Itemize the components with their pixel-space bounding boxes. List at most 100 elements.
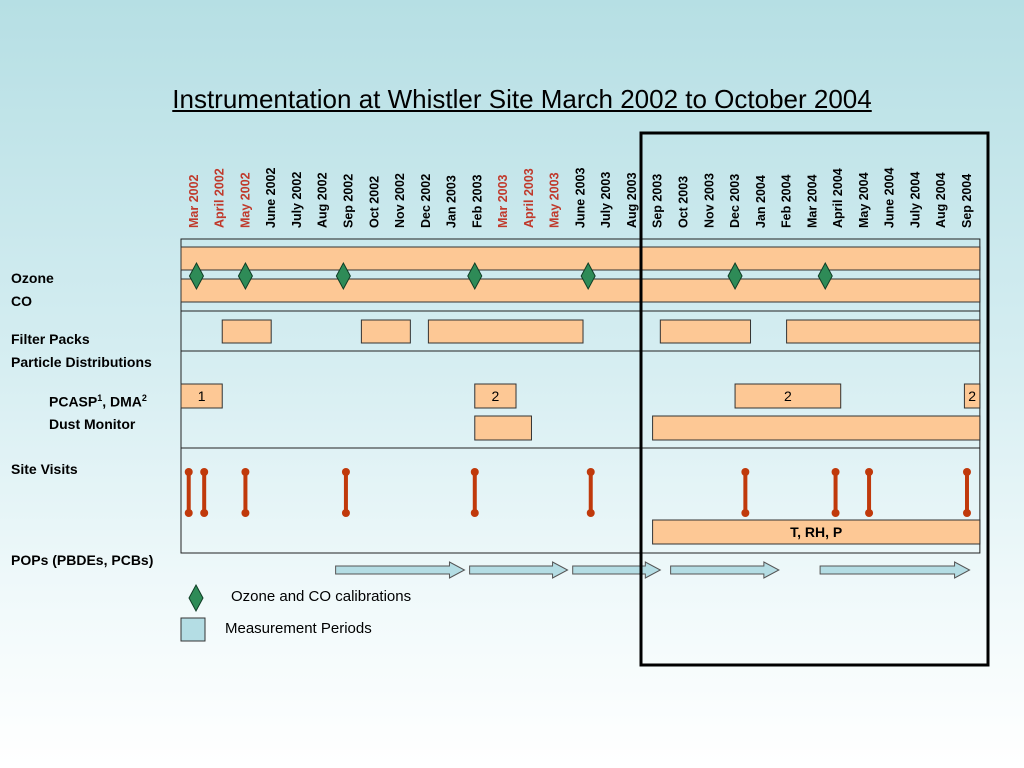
site-visit-dot — [741, 509, 750, 517]
site-visit-dot — [962, 509, 971, 517]
calibration-diamond — [335, 261, 351, 291]
month-label: Aug 2002 — [316, 172, 330, 228]
legend-diamond-icon — [188, 583, 204, 613]
dust-monitor-bar — [652, 415, 981, 441]
pops-arrow — [469, 561, 569, 579]
pcasp-dma-bar — [963, 383, 981, 409]
filter-pack-bar — [427, 319, 584, 344]
label-co: CO — [11, 293, 32, 309]
pcasp-dma-bar — [180, 383, 223, 409]
month-label: April 2002 — [213, 168, 227, 228]
month-label: Oct 2002 — [367, 176, 381, 228]
legend — [180, 583, 206, 642]
month-label: May 2002 — [238, 172, 252, 228]
pcasp-dma-bar — [734, 383, 842, 409]
site-visit-dot — [831, 468, 840, 476]
pcasp-dma-bar-label: 2 — [784, 388, 792, 404]
pcasp-dma-bar-label: 2 — [491, 388, 499, 404]
site-visit-dot — [184, 509, 193, 517]
site-visit-dot — [470, 468, 479, 476]
month-label: May 2003 — [548, 172, 562, 228]
site-visit-dot — [341, 468, 350, 476]
site-visit-dot — [586, 468, 595, 476]
calibration-diamond — [188, 261, 205, 291]
pops-arrow — [572, 561, 662, 579]
label-filter-packs: Filter Packs — [11, 331, 90, 347]
month-label: July 2002 — [290, 172, 304, 228]
month-label: Mar 2004 — [805, 174, 819, 228]
page-title: Instrumentation at Whistler Site March 2… — [172, 84, 872, 114]
calibration-diamond — [727, 261, 743, 291]
month-label: July 2004 — [908, 172, 922, 228]
month-label: June 2003 — [573, 167, 587, 228]
calibration-diamond — [467, 261, 483, 291]
site-visit-dot — [341, 509, 350, 517]
site-visit-dot — [865, 509, 874, 517]
dust-monitor-bar — [474, 415, 532, 441]
site-visit-dot — [200, 509, 209, 517]
filter-pack-bar — [786, 319, 981, 344]
site-visit-dot — [741, 468, 750, 476]
month-label: Mar 2003 — [496, 174, 510, 228]
month-label: Feb 2003 — [470, 174, 484, 228]
site-visit-dot — [184, 468, 193, 476]
month-label: June 2002 — [264, 167, 278, 228]
month-label: Sep 2003 — [651, 174, 665, 228]
site-visit-dot — [241, 468, 250, 476]
label-pcasp: PCASP — [49, 393, 98, 410]
month-label: Sep 2002 — [342, 174, 356, 228]
month-label: April 2004 — [831, 168, 845, 228]
filter-pack-bar — [659, 319, 752, 344]
filter-pack-bar — [221, 319, 272, 344]
site-visit-dot — [831, 509, 840, 517]
legend-calibrations-text: Ozone and CO calibrations — [231, 588, 412, 605]
pcasp-dma-bar-label: 2 — [968, 388, 976, 404]
month-label: Nov 2003 — [702, 173, 716, 228]
month-label: May 2004 — [857, 172, 871, 228]
month-label: Feb 2004 — [780, 174, 794, 228]
month-axis: Mar 2002 April 2002 May 2002 June 2002 July … — [187, 167, 974, 228]
filter-pack-bar — [360, 319, 411, 344]
label-site-visits: Site Visits — [11, 461, 78, 477]
label-particle-distributions: Particle Distributions — [11, 354, 152, 370]
site-visit-dot — [470, 509, 479, 517]
month-label: Jan 2004 — [754, 175, 768, 228]
pops-arrows — [335, 561, 971, 579]
month-label: April 2003 — [522, 168, 536, 228]
met-bar — [652, 519, 981, 545]
calibration-diamond — [580, 261, 596, 291]
month-label: Oct 2003 — [677, 176, 691, 228]
label-pcasp-dma: PCASP1, DMA2 — [49, 393, 147, 410]
month-label: Nov 2002 — [393, 173, 407, 228]
measurement-bars: 1 2 2 2 T, RH, P — [180, 246, 981, 545]
label-pops: POPs (PBDEs, PCBs) — [11, 552, 154, 568]
month-label: Mar 2002 — [187, 174, 201, 228]
month-label: Sep 2004 — [960, 174, 974, 228]
site-visit-dot — [586, 509, 595, 517]
pcasp-dma-bar — [474, 383, 517, 409]
calibration-diamond — [237, 261, 253, 291]
month-label: Dec 2002 — [419, 174, 433, 228]
event-marks — [184, 261, 971, 517]
pops-arrow — [335, 561, 466, 579]
label-dma: , DMA — [102, 393, 142, 410]
label-pcasp-sup: 1 — [97, 393, 103, 403]
pops-arrow — [819, 561, 971, 579]
site-visit-dot — [200, 468, 209, 476]
ozone-bar — [180, 246, 981, 271]
site-visit-dot — [962, 468, 971, 476]
label-dma-sup: 2 — [141, 393, 147, 403]
legend-measurement-text: Measurement Periods — [225, 620, 372, 637]
legend-box-icon — [180, 617, 206, 642]
month-label: June 2004 — [883, 167, 897, 228]
calibration-diamond — [817, 261, 833, 291]
month-label: Jan 2003 — [445, 175, 459, 228]
label-ozone: Ozone — [11, 270, 54, 286]
month-label: Aug 2004 — [934, 172, 948, 228]
met-bar-label: T, RH, P — [790, 524, 842, 540]
pcasp-dma-bar-label: 1 — [198, 388, 206, 404]
label-dust-monitor: Dust Monitor — [49, 416, 136, 432]
site-visit-dot — [865, 468, 874, 476]
site-visit-dot — [241, 509, 250, 517]
